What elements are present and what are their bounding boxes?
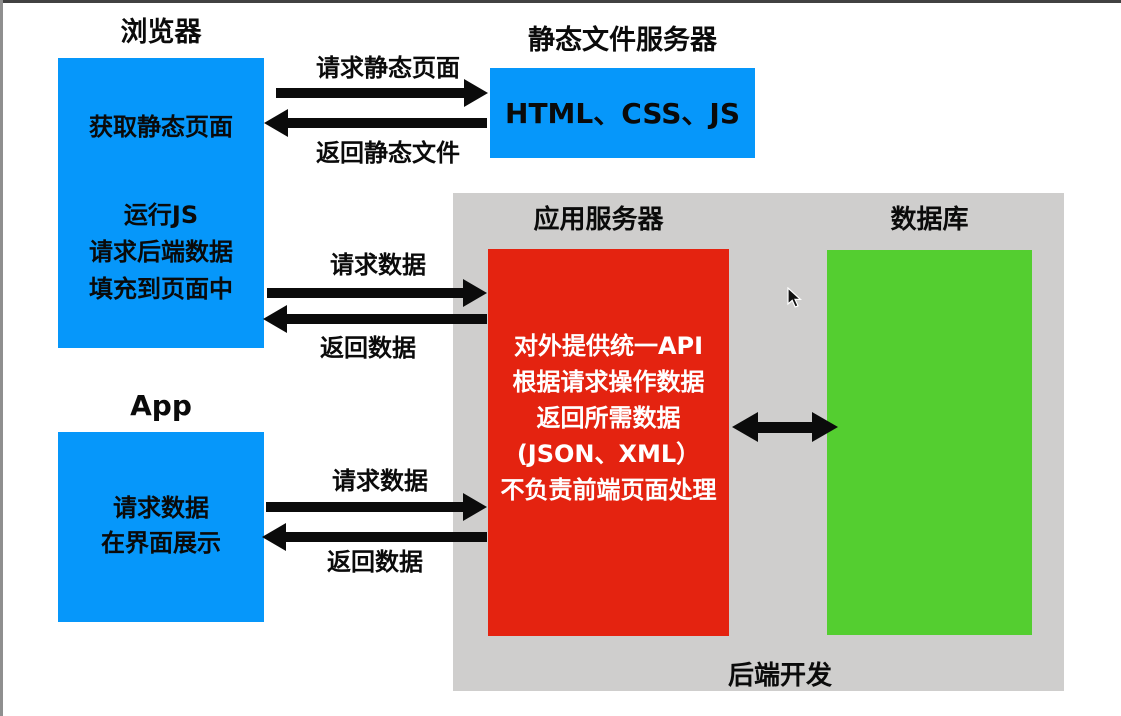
app-box-line: 请求数据: [113, 494, 209, 522]
api-description: 对外提供统一API 根据请求操作数据 返回所需数据 (JSON、XML） 不负责…: [488, 328, 729, 508]
browser-box-line: 获取静态页面: [89, 113, 233, 141]
arrow-shaft: [288, 118, 487, 128]
app-server-title: 应用服务器: [533, 205, 664, 235]
arrow-head-right-icon: [812, 412, 838, 442]
database-title: 数据库: [890, 205, 969, 235]
arrow-shaft: [276, 88, 464, 98]
arrow-head-right-icon: [463, 279, 487, 307]
api-line: 不负责前端页面处理: [500, 476, 717, 504]
app-box-line: 在界面展示: [101, 529, 221, 557]
arrow-label-app-return-data: 返回数据: [327, 548, 423, 576]
app-title: App: [130, 389, 192, 422]
mouse-cursor-icon: [787, 287, 803, 308]
arrow-label-return-static-file: 返回静态文件: [316, 139, 460, 167]
database-box: [827, 250, 1032, 635]
arrow-label-browser-request-data: 请求数据: [330, 251, 426, 279]
browser-box-line: 填充到页面中: [89, 275, 233, 303]
arrow-head-right-icon: [463, 493, 487, 521]
arrow-label-app-request-data: 请求数据: [332, 467, 428, 495]
arrow-head-left-icon: [264, 109, 288, 137]
arrow-label-browser-return-data: 返回数据: [320, 334, 416, 362]
arrow-shaft: [286, 532, 487, 542]
api-line: 对外提供统一API: [513, 332, 704, 360]
browser-box-line: 请求后端数据: [89, 238, 233, 266]
browser-title: 浏览器: [120, 17, 202, 48]
app-server-box: 对外提供统一API 根据请求操作数据 返回所需数据 (JSON、XML） 不负责…: [488, 249, 729, 636]
arrow-label-request-static-page: 请求静态页面: [316, 54, 460, 82]
browser-box: 获取静态页面 运行JS 请求后端数据 填充到页面中: [58, 58, 264, 348]
api-line: (JSON、XML）: [516, 440, 701, 468]
backend-footer-label: 后端开发: [727, 661, 832, 691]
frame-left-edge: [0, 0, 3, 716]
static-server-content: HTML、CSS、JS: [505, 97, 740, 130]
browser-box-line: 运行JS: [123, 201, 199, 229]
arrow-head-right-icon: [464, 79, 488, 107]
frame-top-edge: [0, 0, 1121, 3]
static-server-box: HTML、CSS、JS: [490, 68, 755, 158]
static-server-title: 静态文件服务器: [528, 25, 717, 56]
arrow-shaft: [266, 502, 463, 512]
arrow-shaft: [287, 314, 487, 324]
arrow-head-left-icon: [263, 305, 287, 333]
api-line: 返回所需数据: [536, 404, 681, 432]
arrow-head-left-icon: [262, 523, 286, 551]
arrow-shaft: [752, 422, 816, 433]
api-line: 根据请求操作数据: [512, 368, 705, 396]
arrow-shaft: [267, 288, 463, 298]
app-box: 请求数据 在界面展示: [58, 432, 264, 622]
